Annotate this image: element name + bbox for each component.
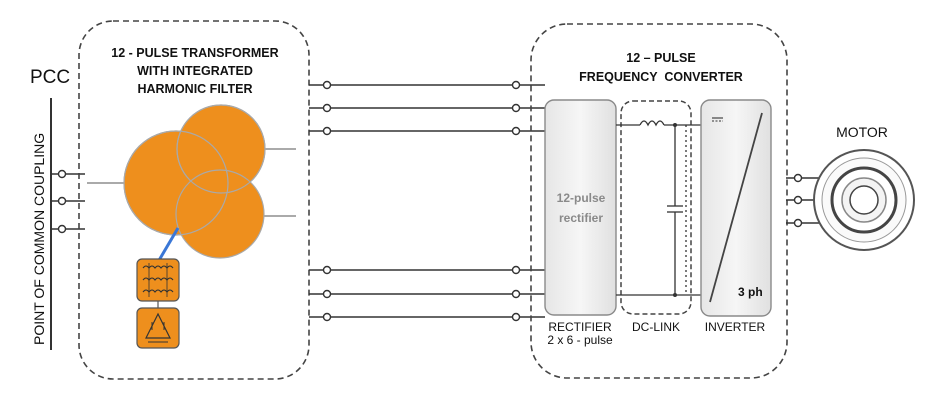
harmonic-filter-reactor-icon [136, 258, 180, 302]
secondary-winding-2 [175, 169, 265, 259]
dc-link-nodes [673, 123, 677, 297]
rectifier-block-label-line1: 12-pulse [557, 191, 606, 205]
transformer-title-line3: HARMONIC FILTER [137, 82, 252, 96]
dc-link-enclosure [620, 100, 692, 315]
transformer-title-line1: 12 - PULSE TRANSFORMER [111, 46, 278, 60]
point-of-common-coupling-label: POINT OF COMMON COUPLING [31, 133, 47, 345]
rectifier-block-label-line2: rectifier [559, 211, 603, 225]
converter-title-line2: FREQUENCY CONVERTER [579, 70, 743, 84]
motor-label: MOTOR [836, 124, 888, 140]
winding-leads [87, 148, 296, 217]
inverter-diagonal [709, 112, 763, 303]
transformer-to-converter-lines [309, 84, 545, 318]
pcc-label: PCC [30, 67, 70, 88]
harmonic-filter-capacitor-icon [136, 307, 180, 349]
dc-symbol-icon [712, 117, 723, 122]
rectifier-label: RECTIFIER [548, 320, 612, 334]
dc-link-label: DC-LINK [632, 320, 680, 334]
motor-icon [813, 149, 915, 251]
transformer-enclosure [78, 20, 310, 380]
dc-link-circuit [616, 120, 702, 296]
inverter-label: INVERTER [705, 320, 766, 334]
transformer-windings [123, 104, 266, 259]
filter-connection-line [156, 227, 180, 263]
pcc-connections [51, 169, 85, 234]
inverter-phase-label: 3 ph [738, 285, 763, 299]
transformer-title-line2: WITH INTEGRATED [137, 64, 253, 78]
converter-title-line1: 12 – PULSE [626, 51, 695, 65]
rectifier-sublabel: 2 x 6 - pulse [547, 333, 613, 347]
line-terminals [322, 80, 521, 322]
rectifier-block [544, 99, 617, 316]
frequency-converter-enclosure [530, 23, 788, 379]
